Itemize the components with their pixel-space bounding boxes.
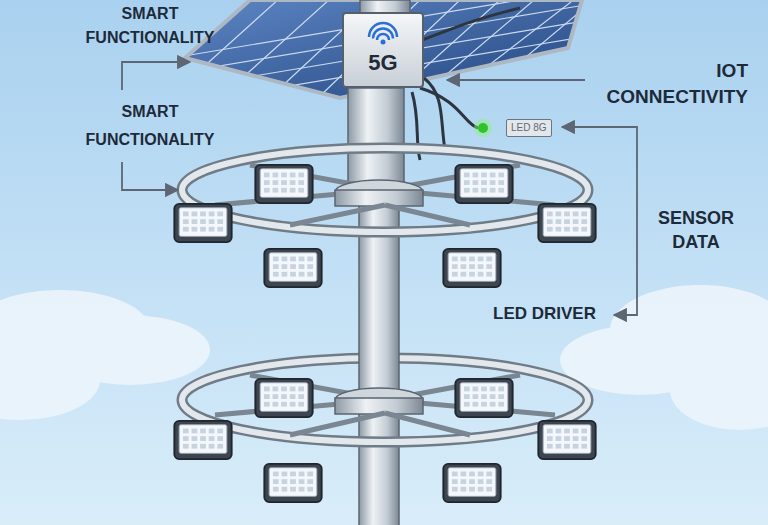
wifi-arc (377, 34, 389, 40)
leader-lines (122, 62, 637, 315)
ring-front (290, 413, 470, 435)
clouds (0, 340, 100, 420)
led-driver-box: LED 8G (506, 119, 552, 137)
solar-panel (190, 0, 600, 100)
ring-front (182, 400, 588, 442)
pole-shaft (335, 190, 423, 206)
callout-label: SMART FUNCTIONALITY (72, 2, 228, 50)
node-text: 5G (350, 50, 416, 76)
cables (420, 88, 478, 128)
leader-lines (122, 162, 178, 190)
network-box: 5G (342, 12, 424, 88)
node-text: LED 8G (511, 122, 547, 134)
ring-front (182, 190, 588, 232)
callout-label: IOT CONNECTIVITY (576, 58, 748, 110)
upper-ring (215, 165, 555, 205)
solar-panel (200, 0, 600, 96)
floodlights (255, 379, 312, 417)
callout-label: SENSOR DATA (640, 206, 752, 254)
pole-shaft (335, 398, 423, 414)
upper-ring (182, 148, 588, 205)
solar-panel (185, 0, 600, 100)
status-led (478, 123, 488, 133)
floodlights (264, 249, 321, 287)
floodlights (455, 165, 512, 203)
solar-panel (185, 0, 582, 98)
floodlights (174, 165, 595, 502)
ring-front (182, 190, 588, 232)
ring-front (182, 400, 588, 442)
wifi-dot (381, 40, 386, 45)
floodlights (264, 464, 321, 502)
solar-panel (190, 0, 595, 100)
floodlights (443, 249, 500, 287)
pole-top (348, 88, 404, 183)
leader-lines (562, 127, 637, 315)
wifi-icon (363, 18, 403, 46)
callout-label: SMART FUNCTIONALITY (72, 98, 228, 154)
solar-panel (185, 0, 582, 98)
leader-lines (122, 62, 190, 90)
ring-front (290, 205, 470, 225)
floodlights (455, 379, 512, 417)
status-led (474, 119, 492, 137)
leader-lines (447, 79, 585, 81)
cables (412, 8, 520, 160)
callout-label: LED DRIVER (493, 303, 596, 325)
pole-shaft (359, 195, 399, 525)
floodlights (443, 464, 500, 502)
cables (422, 8, 520, 40)
floodlights (174, 204, 231, 242)
floodlights (538, 204, 595, 242)
cables (424, 78, 445, 150)
clouds (670, 350, 768, 430)
floodlights (255, 165, 312, 203)
status-led (474, 119, 492, 137)
floodlights (174, 421, 231, 459)
floodlights (538, 421, 595, 459)
